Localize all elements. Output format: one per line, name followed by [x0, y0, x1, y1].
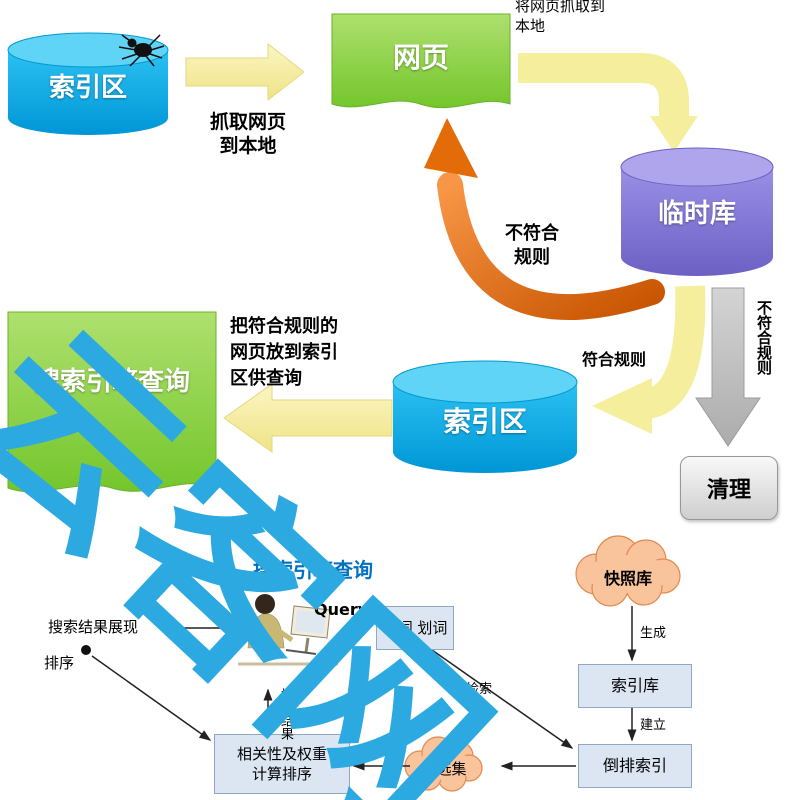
segment-box: 切词 划词: [376, 606, 454, 650]
result-label: 搜索结果: [278, 688, 293, 740]
webpage-label: 网页: [392, 41, 449, 74]
top-note: 将网页抓取到 本地: [515, 0, 695, 36]
user-at-computer-illustration: [238, 594, 338, 666]
bottom-title: 搜索引擎查询: [253, 558, 373, 582]
temp-db-label: 临时库: [657, 199, 736, 229]
inverted-index-box: 倒排索引: [578, 744, 692, 788]
crawl-label: 抓取网页 到本地: [188, 110, 308, 158]
accept-label: 符合规则: [582, 350, 647, 369]
accept-arrow: [592, 285, 706, 434]
spider-icon: [118, 34, 165, 67]
gen-label: 生成: [640, 626, 667, 641]
reject-label-line2: 规则: [514, 247, 550, 268]
query-doc-shape: [7, 311, 217, 493]
to-tempdb-arrow: [518, 53, 698, 152]
snapshot-cloud-label: 快照库: [603, 569, 652, 588]
top-note-line1: 将网页抓取到: [515, 0, 606, 15]
mid-note-line2: 网页放到索引: [230, 342, 338, 363]
sort-label: 排序: [44, 654, 75, 672]
candidate-cloud-shape: [404, 736, 483, 792]
index-box: 索引库: [578, 664, 692, 708]
crawl-label-line1: 抓取网页: [209, 111, 286, 133]
reject-recrawl-arrow: [424, 118, 665, 321]
webpage-doc-shape: [331, 13, 511, 109]
index-db2-cylinder: [392, 360, 578, 473]
sort-dot: [81, 645, 91, 655]
mid-note: 把符合规则的 网页放到索引 区供查询: [230, 314, 410, 392]
rank-box: 相关性及权重 计算排序: [214, 734, 350, 794]
clean-box: 清理: [680, 456, 778, 520]
query-label: Query: [314, 600, 369, 619]
snapshot-cloud-shape: [575, 535, 681, 607]
temp-db-cylinder: [620, 147, 774, 276]
not-match-label: 不符合规则: [755, 300, 773, 375]
rank-box-line2: 计算排序: [251, 765, 312, 783]
to-query-arrow: [223, 383, 393, 453]
search-link-label: 检索: [466, 682, 493, 697]
query-doc-label: 搜索引擎查询: [33, 367, 190, 397]
crawl-arrow: [185, 42, 305, 102]
top-note-line2: 本地: [515, 17, 546, 35]
display-label: 搜索结果展现: [48, 618, 139, 636]
build-label: 建立: [640, 718, 667, 733]
candidate-cloud-label: 候选集: [421, 760, 467, 778]
mid-note-line1: 把符合规则的: [230, 316, 338, 337]
index-db2-label: 索引区: [442, 405, 527, 438]
reject-label-line1: 不符合: [505, 223, 559, 244]
mid-note-line3: 区供查询: [230, 368, 302, 389]
flow-connectors: [91, 606, 637, 771]
not-match-arrow: [695, 287, 761, 447]
index-db-label: 索引区: [48, 73, 127, 103]
rank-box-line1: 相关性及权重: [236, 745, 327, 763]
reject-label: 不符合 规则: [490, 222, 574, 270]
crawl-label-line2: 到本地: [219, 135, 277, 157]
